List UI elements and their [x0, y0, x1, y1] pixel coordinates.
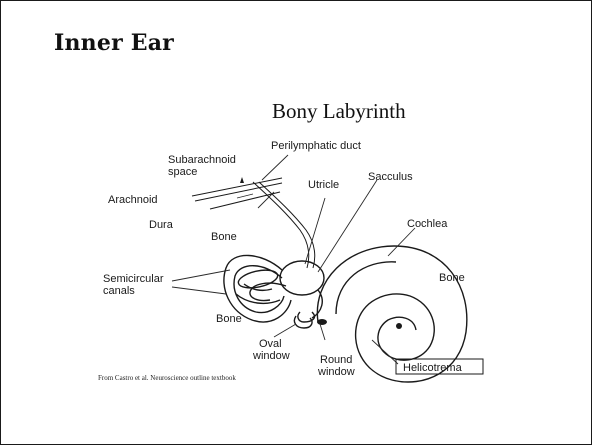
cochlea-label: Cochlea: [407, 218, 448, 230]
subarachnoid-label-line2: space: [168, 166, 197, 178]
bone-upper-label: Bone: [211, 231, 237, 243]
windows-drawing: [294, 316, 327, 328]
semicircular-label-line1: Semicircular: [103, 273, 164, 285]
bone-right-label: Bone: [439, 272, 465, 284]
utricle-label: Utricle: [308, 179, 339, 191]
semicircular-canals-drawing: [224, 255, 291, 321]
oval-window-label-line1: Oval: [259, 338, 282, 350]
subarachnoid-arrow-icon: [240, 177, 244, 183]
bone-lower-label: Bone: [216, 313, 242, 325]
semicircular-label-line2: canals: [103, 285, 135, 297]
round-window-label-line2: window: [317, 366, 355, 378]
perilymphatic-duct-drawing: [253, 182, 315, 268]
helicotrema-label: Helicotrema: [403, 362, 463, 374]
arachnoid-label: Arachnoid: [108, 194, 158, 206]
sacculus-label: Sacculus: [368, 171, 413, 183]
dura-label: Dura: [149, 219, 174, 231]
subarachnoid-label-line1: Subarachnoid: [168, 154, 236, 166]
oval-window-label-line2: window: [252, 350, 290, 362]
meninges-drawing: [192, 178, 282, 209]
perilymphatic-duct-label: Perilymphatic duct: [271, 140, 361, 152]
source-credit: From Castro et al. Neuroscience outline …: [98, 374, 236, 382]
round-window-label-line1: Round: [320, 354, 352, 366]
